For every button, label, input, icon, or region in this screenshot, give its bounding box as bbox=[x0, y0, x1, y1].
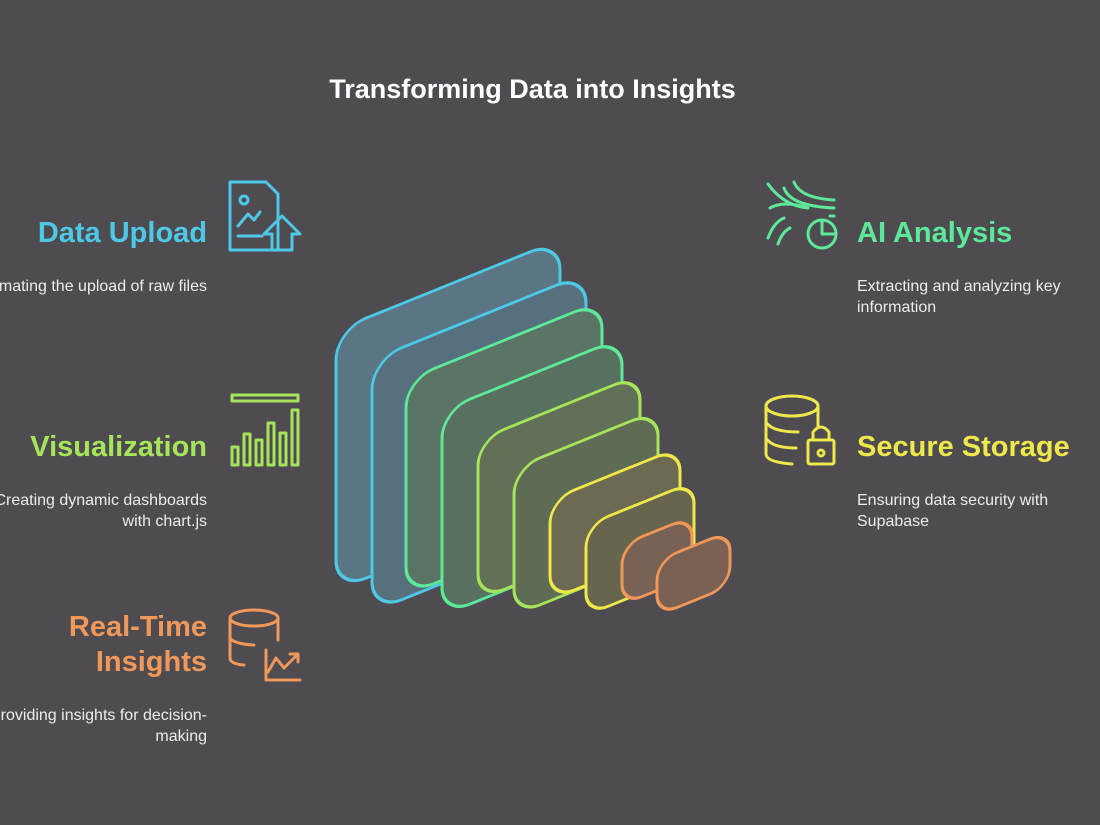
database-lock-icon bbox=[764, 394, 836, 466]
data-upload-description: Automating the upload of raw files bbox=[0, 278, 207, 295]
image-upload-icon bbox=[228, 180, 302, 252]
ai-analysis-heading: AI Analysis bbox=[857, 217, 1013, 249]
real-time-insights-description: Providing insights for decision-making bbox=[0, 707, 207, 745]
database-chart-icon bbox=[228, 608, 302, 682]
data-upload-heading: Data Upload bbox=[37, 217, 207, 249]
visualization-description: Creating dynamic dashboards with chart.j… bbox=[0, 492, 207, 530]
data-flow-pie-icon bbox=[766, 180, 838, 250]
visualization-heading: Visualization bbox=[30, 431, 207, 463]
secure-storage-heading: Secure Storage bbox=[857, 431, 1070, 463]
page-title: Transforming Data into Insights bbox=[329, 74, 736, 104]
secure-storage-description: Ensuring data security with Supabase bbox=[857, 492, 1049, 530]
bar-chart-icon bbox=[230, 393, 300, 467]
slab-orange-front bbox=[655, 535, 732, 611]
ai-analysis-description: Extracting and analyzing key information bbox=[857, 278, 1061, 316]
real-time-insights-heading: Real-Time Insights bbox=[68, 611, 207, 678]
